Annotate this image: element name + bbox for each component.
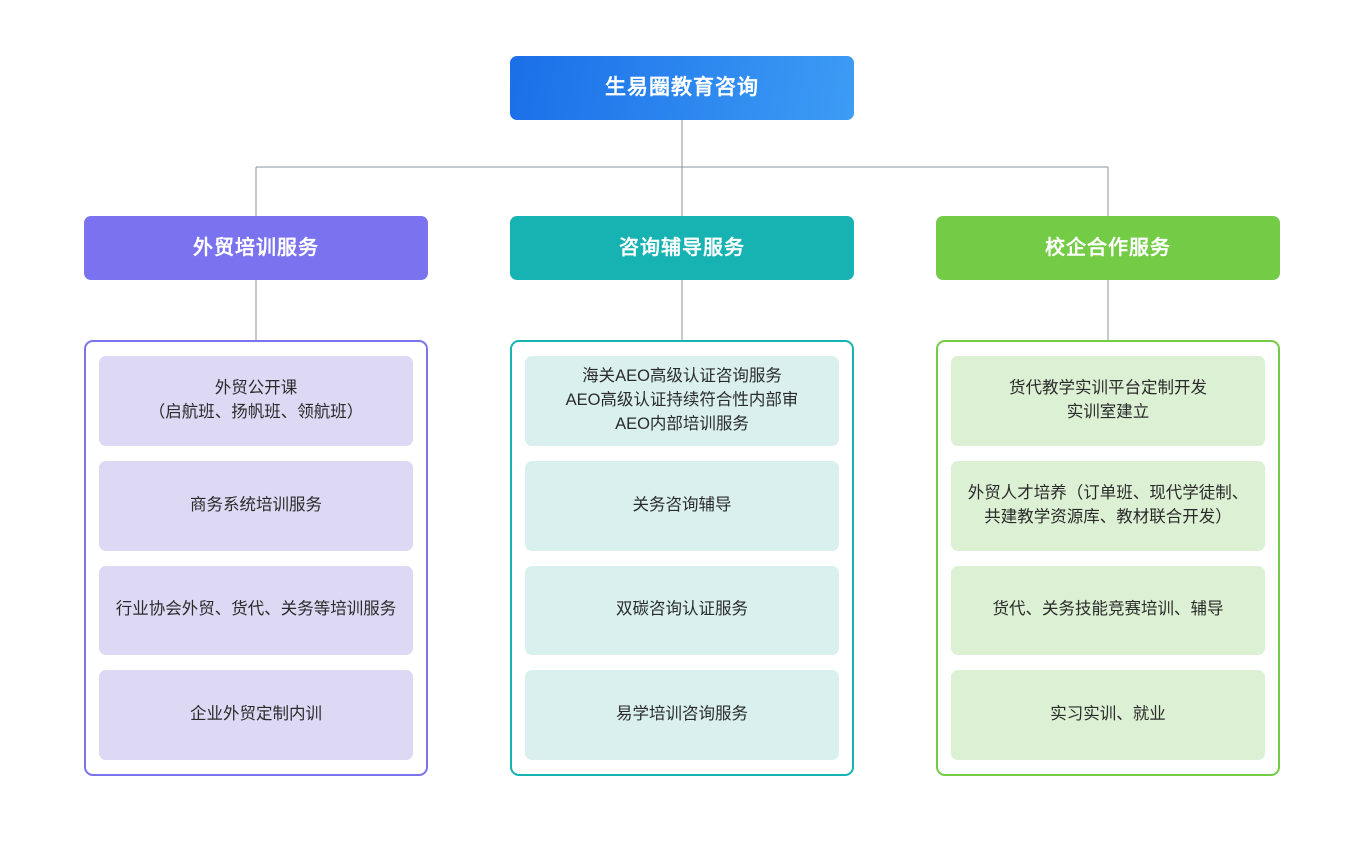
branch-header-foreign-trade-training[interactable]: 外贸培训服务: [84, 216, 428, 280]
leaf-item-label: 易学培训咨询服务: [616, 705, 748, 724]
leaf-item[interactable]: 海关AEO高级认证咨询服务 AEO高级认证持续符合性内部审 AEO内部培训服务: [525, 356, 839, 446]
leaf-item[interactable]: 关务咨询辅导: [525, 460, 839, 551]
branch-header-label: 外贸培训服务: [193, 237, 319, 259]
root-node-label: 生易圈教育咨询: [605, 76, 759, 100]
leaf-item-label: 实习实训、就业: [1050, 705, 1166, 724]
leaf-item-label: 货代、关务技能竞赛培训、辅导: [992, 600, 1224, 619]
leaf-item-label: 外贸公开课 （启航班、扬帆班、领航班）: [148, 378, 364, 421]
branch-header-consulting-tutoring[interactable]: 咨询辅导服务: [510, 216, 854, 280]
leaf-item-label: 双碳咨询认证服务: [616, 600, 748, 619]
branch-panel-school-enterprise-cooperation: 货代教学实训平台定制开发 实训室建立 外贸人才培养（订单班、现代学徒制、共建教学…: [936, 340, 1280, 776]
leaf-item-label: 商务系统培训服务: [190, 495, 322, 514]
leaf-item[interactable]: 外贸公开课 （启航班、扬帆班、领航班）: [99, 356, 413, 446]
leaf-item[interactable]: 易学培训咨询服务: [525, 670, 839, 760]
leaf-item-label: 海关AEO高级认证咨询服务 AEO高级认证持续符合性内部审 AEO内部培训服务: [565, 366, 799, 433]
leaf-item[interactable]: 商务系统培训服务: [99, 460, 413, 551]
leaf-item[interactable]: 实习实训、就业: [951, 670, 1265, 760]
leaf-item[interactable]: 货代教学实训平台定制开发 实训室建立: [951, 356, 1265, 446]
leaf-item-label: 关务咨询辅导: [632, 495, 732, 514]
branch-panel-consulting-tutoring: 海关AEO高级认证咨询服务 AEO高级认证持续符合性内部审 AEO内部培训服务 …: [510, 340, 854, 776]
leaf-item[interactable]: 双碳咨询认证服务: [525, 565, 839, 656]
branch-foreign-trade-training: 外贸培训服务 外贸公开课 （启航班、扬帆班、领航班） 商务系统培训服务 行业协会…: [84, 216, 428, 776]
leaf-item-label: 行业协会外贸、货代、关务等培训服务: [115, 600, 397, 619]
branch-header-school-enterprise-cooperation[interactable]: 校企合作服务: [936, 216, 1280, 280]
leaf-item-label: 企业外贸定制内训: [190, 705, 322, 724]
leaf-item-label: 货代教学实训平台定制开发 实训室建立: [1009, 378, 1207, 421]
leaf-item-label: 外贸人才培养（订单班、现代学徒制、共建教学资源库、教材联合开发）: [967, 483, 1249, 526]
branch-header-label: 校企合作服务: [1045, 237, 1171, 259]
branch-header-label: 咨询辅导服务: [619, 237, 745, 259]
root-node[interactable]: 生易圈教育咨询: [510, 56, 854, 120]
branch-panel-foreign-trade-training: 外贸公开课 （启航班、扬帆班、领航班） 商务系统培训服务 行业协会外贸、货代、关…: [84, 340, 428, 776]
leaf-item[interactable]: 行业协会外贸、货代、关务等培训服务: [99, 565, 413, 656]
leaf-item[interactable]: 企业外贸定制内训: [99, 670, 413, 760]
branch-school-enterprise-cooperation: 校企合作服务 货代教学实训平台定制开发 实训室建立 外贸人才培养（订单班、现代学…: [936, 216, 1280, 776]
leaf-item[interactable]: 外贸人才培养（订单班、现代学徒制、共建教学资源库、教材联合开发）: [951, 460, 1265, 551]
leaf-item[interactable]: 货代、关务技能竞赛培训、辅导: [951, 565, 1265, 656]
branch-consulting-tutoring: 咨询辅导服务 海关AEO高级认证咨询服务 AEO高级认证持续符合性内部审 AEO…: [510, 216, 854, 776]
